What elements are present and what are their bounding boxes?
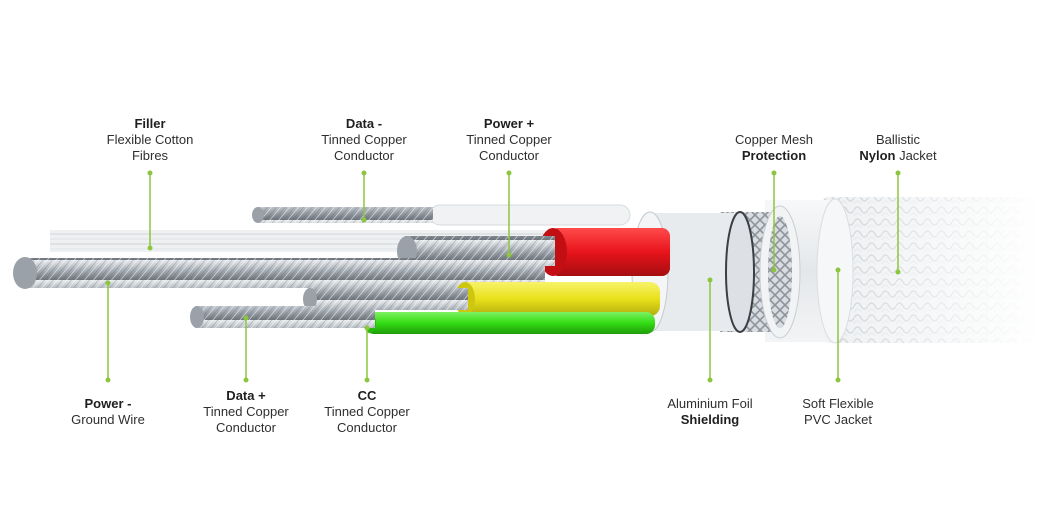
label-nylon-rest: Jacket — [895, 148, 937, 163]
leader-dots — [105, 170, 901, 383]
label-pvc-jacket: Soft Flexible PVC Jacket — [802, 396, 874, 428]
label-cc-line1: Tinned Copper — [324, 404, 410, 419]
label-nylon-line1: Ballistic — [875, 132, 921, 147]
label-nylon-jacket: Ballistic Nylon Jacket — [859, 132, 936, 164]
label-cc-line2: Conductor — [337, 420, 397, 435]
label-power-minus-line1: Ground Wire — [71, 412, 145, 427]
label-power-plus: Power + Tinned Copper Conductor — [466, 116, 552, 164]
label-filler-line1: Flexible Cotton — [106, 132, 194, 147]
label-data-plus-title: Data + — [226, 388, 266, 403]
label-filler-line2: Fibres — [131, 148, 169, 163]
label-foil-bold: Shielding — [680, 412, 740, 427]
yellow-wire — [303, 282, 660, 316]
label-data-minus-line2: Conductor — [334, 148, 394, 163]
label-copper-mesh: Copper Mesh Protection — [735, 132, 813, 164]
label-data-plus: Data + Tinned Copper Conductor — [203, 388, 289, 436]
green-wire — [190, 306, 655, 334]
label-data-minus: Data - Tinned Copper Conductor — [321, 116, 407, 164]
label-foil-line1: Aluminium Foil — [667, 396, 753, 411]
label-power-plus-line1: Tinned Copper — [466, 132, 552, 147]
label-power-plus-title: Power + — [483, 116, 535, 131]
label-power-minus-title: Power - — [84, 396, 132, 411]
leader-lines — [107, 173, 899, 380]
label-copper-mesh-bold: Protection — [741, 148, 807, 163]
label-cc-title: CC — [357, 388, 377, 403]
label-filler: Filler Flexible Cotton Fibres — [107, 116, 194, 164]
power-minus-wire — [13, 257, 545, 289]
data-minus-wire — [252, 204, 631, 226]
label-data-minus-title: Data - — [345, 116, 383, 131]
label-power-plus-line2: Conductor — [479, 148, 539, 163]
label-data-plus-line2: Conductor — [216, 420, 276, 435]
label-power-minus: Power - Ground Wire — [71, 396, 145, 428]
label-filler-title: Filler — [134, 116, 166, 131]
label-copper-mesh-line1: Copper Mesh — [734, 132, 814, 147]
label-nylon-bold: Nylon — [859, 148, 896, 163]
label-cc: CC Tinned Copper Conductor — [324, 388, 410, 436]
label-aluminium-foil: Aluminium Foil Shielding — [667, 396, 752, 428]
label-pvc-line1: Soft Flexible — [802, 396, 874, 411]
nylon-jacket — [820, 197, 1040, 343]
label-pvc-line2: PVC Jacket — [804, 412, 872, 427]
label-data-plus-line1: Tinned Copper — [203, 404, 289, 419]
label-data-minus-line1: Tinned Copper — [321, 132, 407, 147]
